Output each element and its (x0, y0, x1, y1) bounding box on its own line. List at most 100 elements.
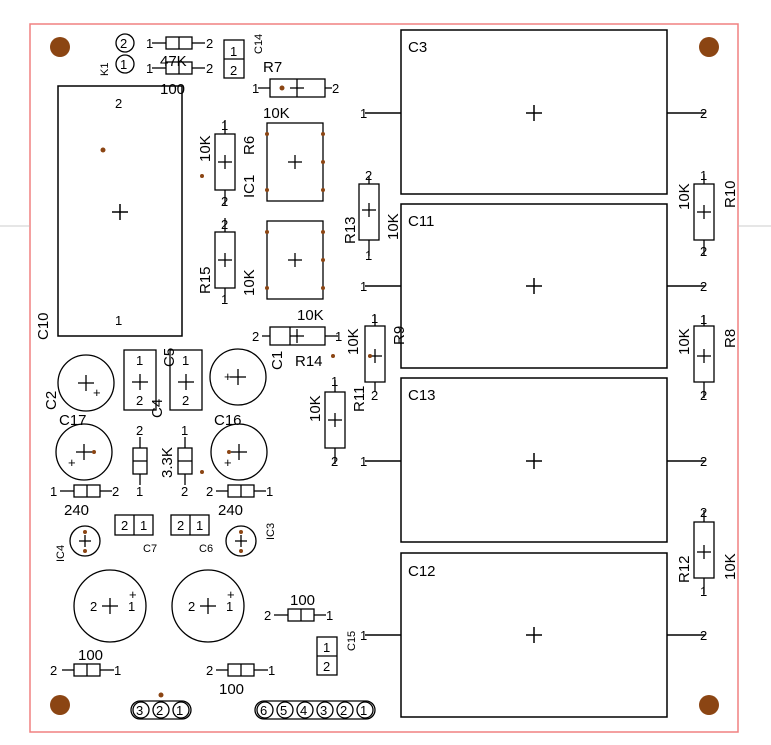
ic-box-top (266, 122, 324, 202)
pin-label: 2 (50, 663, 57, 678)
pin-label: 2 (332, 81, 339, 96)
pad (239, 530, 243, 534)
pin-label: 1 (335, 329, 342, 344)
pin-label: 1 (700, 168, 707, 183)
cap-c11 (365, 203, 705, 369)
ic3-regulator (225, 525, 257, 557)
resistor-r8 (693, 315, 715, 398)
c5-label: C5 (161, 348, 178, 367)
cap-big-left (73, 569, 147, 643)
mounting-hole-br (699, 695, 719, 715)
r14-value: 10K (297, 307, 324, 324)
r6-ref: R6 (241, 136, 258, 155)
mounting-hole-tr (699, 37, 719, 57)
cap-c4 (123, 349, 157, 411)
plus-icon: + (224, 455, 232, 470)
pin-label: 2 (371, 388, 378, 403)
ic-box-lower (266, 220, 324, 300)
pin-label: 1 (181, 423, 188, 438)
pin-label: 2 (700, 505, 707, 520)
cap-c3 (365, 29, 705, 195)
plus-icon: + (227, 587, 235, 602)
connector-pin: 3 (136, 703, 143, 718)
pin-label: 1 (136, 353, 143, 368)
c14-label: C14 (253, 34, 265, 54)
pad (321, 230, 325, 234)
c10-label: C10 (35, 312, 52, 340)
pin-label: 1 (360, 279, 367, 294)
pin-label: 1 (226, 599, 233, 614)
pad (200, 174, 204, 178)
pad (321, 286, 325, 290)
r7-ref: R7 (263, 59, 282, 76)
r12-value: 10K (722, 553, 739, 580)
pin-label: 2 (700, 388, 707, 403)
pin-label: 2 (221, 194, 228, 209)
resistor-r7 (258, 78, 332, 98)
mounting-hole-bl (50, 695, 70, 715)
pin-label: 1 (114, 663, 121, 678)
connector-pin: 1 (176, 703, 183, 718)
plus-icon: + (68, 455, 76, 470)
pin-label: 2 (121, 518, 128, 533)
pin-label: 1 (221, 118, 228, 133)
r-100-mid-value: 100 (290, 592, 315, 609)
pin-label: 2 (230, 63, 237, 78)
ic1-label: IC1 (241, 175, 258, 198)
plus-icon: + (93, 385, 101, 400)
pin-label: 2 (700, 454, 707, 469)
cap-big-right (171, 569, 245, 643)
resistor-100-br (216, 663, 268, 677)
pad (200, 470, 204, 474)
r11-value: 10K (307, 395, 324, 422)
pin-label: 2 (206, 36, 213, 51)
pad (227, 450, 231, 454)
pin-label: 2 (264, 608, 271, 623)
pad (239, 549, 243, 553)
cap-c16 (210, 423, 268, 481)
pin-label: 2 (120, 36, 127, 51)
connector-pin: 2 (340, 703, 347, 718)
pin-label: 1 (700, 584, 707, 599)
cap-c12 (365, 552, 705, 718)
r11-ref: R11 (351, 386, 368, 412)
r-100-top-value: 100 (160, 81, 185, 98)
pin-label: 2 (700, 106, 707, 121)
resistor-r14 (262, 326, 338, 346)
k1-relay (115, 33, 135, 74)
cap-c17 (55, 423, 113, 481)
pin-label: 2 (136, 393, 143, 408)
pin-label: 2 (365, 168, 372, 183)
resistor-r12 (693, 510, 715, 594)
connector-pin: 3 (320, 703, 327, 718)
resistor-100-top (152, 61, 205, 75)
pad (265, 132, 269, 136)
pin-label: 2 (221, 217, 228, 232)
pad (321, 258, 325, 262)
r-240-left-value: 240 (64, 502, 89, 519)
pad (265, 230, 269, 234)
pin-label: 2 (181, 484, 188, 499)
cap-c1 (209, 348, 267, 406)
r10-ref: R10 (722, 180, 739, 208)
pad (265, 188, 269, 192)
pin-label: 2 (112, 484, 119, 499)
pin-label: 1 (146, 36, 153, 51)
r8-ref: R8 (722, 329, 739, 348)
r15-value: 10K (241, 269, 258, 296)
pin-label: 1 (115, 313, 122, 328)
pin-label: 2 (206, 61, 213, 76)
pin-label: 1 (700, 312, 707, 327)
cap-c2 (57, 354, 115, 412)
c2-label: C2 (43, 391, 60, 410)
pin-label: 2 (182, 393, 189, 408)
c11-label: C11 (408, 213, 434, 230)
pin-label: 1 (120, 57, 127, 72)
k1-label: K1 (99, 63, 111, 76)
pin-label: 2 (700, 279, 707, 294)
pin-label: 1 (360, 106, 367, 121)
r9-ref: R9 (391, 326, 408, 345)
r15-ref: R15 (197, 266, 214, 294)
mounting-hole-tl (50, 37, 70, 57)
